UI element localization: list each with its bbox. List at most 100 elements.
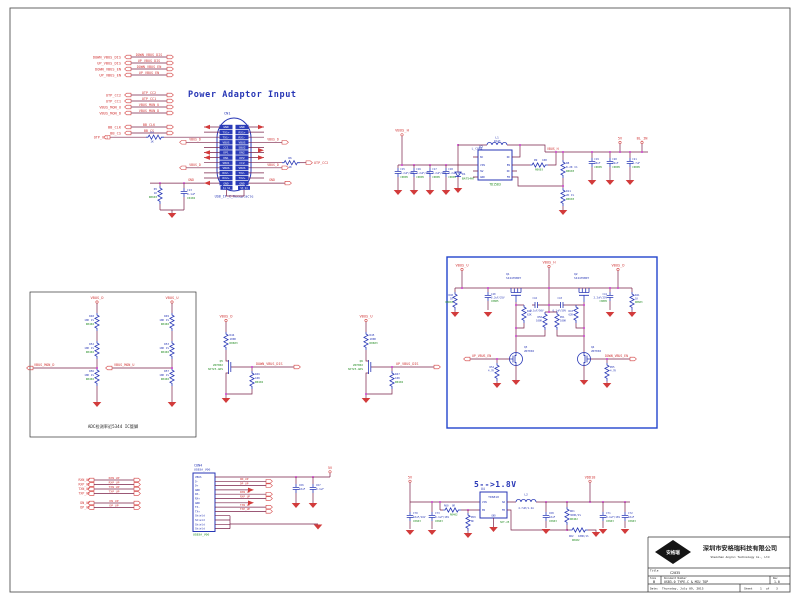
- gnd-icon: [167, 213, 177, 218]
- pin-label: Shield: [195, 514, 205, 518]
- power-adaptor-input-section: Power Adaptor Input CN1 GND TX1+ TX1- VB…: [94, 90, 328, 218]
- resistor-icon: [542, 311, 548, 331]
- value-label: 0.1uF/50V: [530, 309, 544, 313]
- resistor-icon: [169, 312, 175, 332]
- ref-label: C13: [187, 188, 192, 192]
- port-icon: [133, 505, 141, 510]
- net-label: TXP_UP: [78, 492, 90, 496]
- resistor-icon: [465, 512, 471, 532]
- value-label: 2.2uF/25V: [400, 171, 414, 175]
- resistor-icon: [529, 162, 549, 168]
- footprint-label: R0402: [86, 322, 94, 326]
- part-label: BAT54HT: [462, 176, 475, 180]
- net-label: BB_CLK: [143, 123, 156, 127]
- section-box: [29, 291, 197, 438]
- ref-label: Q4: [591, 345, 595, 349]
- power-flag-label: 5V: [408, 476, 413, 480]
- ref-label: C70: [413, 511, 418, 515]
- power-flag-icon: [616, 268, 620, 271]
- pin-label: Shield: [195, 527, 205, 531]
- ref-label: R52: [89, 342, 94, 346]
- ref-label: C68: [549, 511, 554, 515]
- gnd-icon: [450, 312, 460, 317]
- ref-label: R44: [230, 333, 235, 337]
- gnd-icon: [405, 530, 415, 535]
- net-label: DN_UP: [80, 501, 90, 505]
- port-icon: [265, 483, 273, 488]
- q6-circuit: VBUS_U UP_VBUS_DIS R45 100K R0603 Q6 2N7…: [348, 315, 441, 403]
- pin-label: RX2-: [223, 171, 230, 175]
- port-icon: [179, 165, 187, 170]
- gnd-arrow-icon: [204, 180, 210, 186]
- net-label: OTP_CC1: [94, 135, 108, 139]
- power-flag-label: VBUS_U: [456, 264, 469, 268]
- resistor-icon: [363, 331, 369, 351]
- ref-label: C40: [491, 292, 496, 296]
- gnd-arrow-icon: [204, 155, 210, 160]
- value-label: 4.7K: [610, 369, 617, 373]
- port-icon: [124, 104, 132, 110]
- ref-label: C71: [606, 511, 611, 515]
- footprint-label: SOT23-GDS: [208, 367, 223, 371]
- pin-label: GND: [239, 181, 244, 185]
- pin-label: TX2-: [239, 171, 246, 175]
- net-label: UP_VBUS_DIS: [396, 362, 418, 366]
- net-label: DOWN_VBUS_EN: [95, 67, 121, 71]
- gnd-icon: [361, 398, 371, 403]
- pin-label: RX2+: [223, 176, 230, 180]
- value-label: 62K: [527, 313, 532, 317]
- net-label: TXP_UP: [109, 489, 120, 493]
- pin-label: SBU2: [239, 146, 246, 150]
- company-name-en: Shenzhen Angrui Technology Co., Ltd: [711, 555, 770, 559]
- ref-label: R45: [370, 333, 375, 337]
- power-flag-icon: [460, 268, 464, 271]
- pin-label: VBUS: [223, 166, 230, 170]
- power-flag-icon: [588, 479, 592, 483]
- gnd-icon: [605, 312, 615, 317]
- footprint-label: R0603: [566, 169, 574, 173]
- power-switch-box: VBUS_U VBUS_H VBUS_D R40 1K R0603 C40 2.…: [445, 256, 658, 429]
- pin-label: NC: [480, 155, 484, 159]
- gnd-icon: [425, 190, 435, 195]
- resistor-icon: [521, 304, 527, 324]
- value-label: 2.2uF/25V: [432, 171, 446, 175]
- ref-label: C15: [400, 167, 405, 171]
- net-label: VBUS_MON_U: [139, 103, 159, 107]
- net-label: DOWN_VBUS_EN: [137, 65, 162, 69]
- port-icon: [124, 98, 132, 104]
- ref-label: R9: [534, 158, 538, 162]
- capacitor-icon: [606, 291, 614, 302]
- port-icon: [265, 505, 273, 510]
- part-label: TD6810: [488, 495, 499, 499]
- ref-label: R50: [537, 315, 542, 319]
- net-label: UP_VBUS_DIS: [97, 61, 121, 65]
- field-value: B: [653, 580, 655, 584]
- ref-label: C42: [533, 296, 538, 300]
- footprint-label: C0805: [432, 175, 440, 179]
- port-icon: [105, 365, 113, 371]
- power-flag-label: VDD18: [585, 476, 596, 480]
- ref-label: R5: [154, 187, 158, 191]
- value-label: NC: [471, 519, 475, 523]
- pin-label: TX2+: [239, 176, 246, 180]
- power-flag-icon: [95, 300, 99, 304]
- power-flag-icon: [400, 133, 404, 137]
- net-label: BB_CS: [110, 131, 121, 135]
- gnd-arrow-icon: [204, 150, 210, 155]
- ref-label: CN1: [224, 112, 231, 116]
- port-icon: [124, 92, 132, 98]
- part-label: 2N7002: [353, 363, 363, 367]
- footprint-label: R0402: [86, 377, 94, 381]
- port-icon: [305, 160, 313, 165]
- ref-label: R61: [570, 509, 575, 513]
- gnd-icon: [605, 180, 615, 185]
- footprint-label: R0603: [635, 300, 643, 304]
- gnd-icon: [602, 383, 612, 388]
- usb-c-connector-body: [216, 117, 252, 192]
- value-label: 10uF: [594, 161, 601, 165]
- gnd-icon: [441, 190, 451, 195]
